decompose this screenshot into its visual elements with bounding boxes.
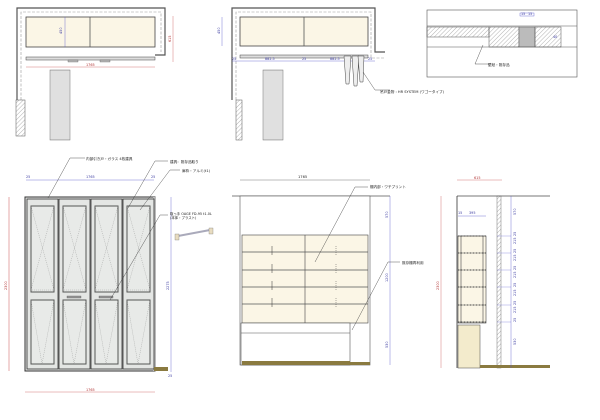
wall-section bbox=[15, 99, 26, 137]
depth-dim: 615 bbox=[168, 36, 172, 42]
door-panel[interactable] bbox=[90, 198, 123, 370]
dim: 215 bbox=[513, 238, 517, 244]
base-dim: 25 bbox=[168, 374, 172, 378]
dim: 25 bbox=[513, 318, 517, 322]
dim: 25 bbox=[513, 266, 517, 270]
front-elevation-doors: 25 1765 25 2300 2275 25 1765 内部引き戸・ガラス 4… bbox=[4, 156, 214, 393]
callout-label: 既存棚再利用 bbox=[402, 260, 424, 265]
staircase bbox=[49, 69, 71, 141]
width-dim: 1765 bbox=[86, 63, 95, 67]
callout-label: 内部引き戸・ガラス 4枚建具 bbox=[86, 156, 133, 161]
dim: 570 bbox=[513, 209, 517, 215]
dim: 15 bbox=[521, 12, 525, 16]
dim: 25 bbox=[513, 301, 517, 305]
callout-label: 建具：既存品取り bbox=[170, 159, 199, 164]
door-panel[interactable] bbox=[122, 198, 155, 370]
door-handle bbox=[98, 295, 114, 299]
hardware-label: 吊戸金物 : HR SYSTEM (ワゴータイプ) bbox=[380, 89, 445, 94]
dim: 395 bbox=[469, 211, 475, 215]
callout-label: 棚内部・ワチプリント bbox=[370, 184, 406, 189]
section-detail: 15 15 40 壁紙・既存品 bbox=[426, 9, 578, 78]
dim: 215 bbox=[513, 307, 517, 313]
dim: 215 bbox=[513, 290, 517, 296]
dim: 25 bbox=[151, 175, 155, 179]
plan-view-right: 450 25 882.5 25 882.5 25 吊戸金物 : HR SYSTE… bbox=[217, 7, 445, 141]
depth-dim: 450 bbox=[217, 28, 221, 34]
dim: 882.5 bbox=[265, 57, 275, 61]
right-dim: 2275 bbox=[166, 281, 170, 290]
dim: 25 bbox=[232, 57, 236, 61]
handle-label: 取っ手 OAGE FD-95 t1.0L (本体・プラスト) bbox=[170, 212, 212, 220]
door-panel[interactable] bbox=[58, 198, 91, 370]
dim: 25 bbox=[513, 249, 517, 253]
dim: 25 bbox=[368, 57, 372, 61]
dim: 1200 bbox=[385, 273, 389, 282]
callout-label: 扉枠・アルミ(t1) bbox=[182, 168, 211, 173]
cabinet-plan bbox=[25, 16, 156, 48]
door-track bbox=[25, 56, 156, 61]
plan-view-left: 450 1765 615 bbox=[15, 7, 174, 141]
dim: 530 bbox=[385, 342, 389, 348]
dim: 530 bbox=[513, 339, 517, 345]
wall-section bbox=[496, 195, 502, 369]
handle-rod-icon bbox=[174, 227, 214, 241]
width-dim: 615 bbox=[474, 176, 480, 180]
staircase bbox=[262, 69, 284, 141]
interior-elevation: 1765 570 1200 530 棚内部・ワチプリント 既存棚再利用 bbox=[232, 175, 424, 366]
dim: 25 bbox=[513, 283, 517, 287]
height-dim: 2300 bbox=[4, 281, 8, 290]
inner-dim: 450 bbox=[59, 28, 63, 34]
dim: 25 bbox=[513, 232, 517, 236]
dim: 15 bbox=[458, 211, 462, 215]
dim: 15 bbox=[528, 12, 532, 16]
door-handle bbox=[66, 295, 82, 299]
dim: 1765 bbox=[86, 175, 95, 179]
wall-section bbox=[235, 99, 243, 141]
door-panel[interactable] bbox=[26, 198, 59, 370]
width-dim: 1765 bbox=[298, 175, 307, 179]
dim: 215 bbox=[513, 255, 517, 261]
floor-section bbox=[154, 367, 168, 371]
dim: 570 bbox=[385, 212, 389, 218]
detail-label: 壁紙・既存品 bbox=[488, 62, 510, 67]
side-section: 615 2300 15 395 570 25 215 25 215 25 215 25 215 2… bbox=[436, 176, 550, 369]
folded-door-panels bbox=[343, 55, 365, 87]
door-track bbox=[239, 54, 369, 59]
dim: 25 bbox=[302, 57, 306, 61]
dim: 882.5 bbox=[330, 57, 340, 61]
lower-cabinet bbox=[240, 322, 351, 366]
bottom-dim: 1765 bbox=[86, 388, 95, 392]
height-dim: 2300 bbox=[436, 281, 440, 290]
wall-outline bbox=[16, 7, 166, 100]
dim: 215 bbox=[513, 272, 517, 278]
dim: 25 bbox=[26, 175, 30, 179]
dim: 40 bbox=[553, 35, 557, 39]
